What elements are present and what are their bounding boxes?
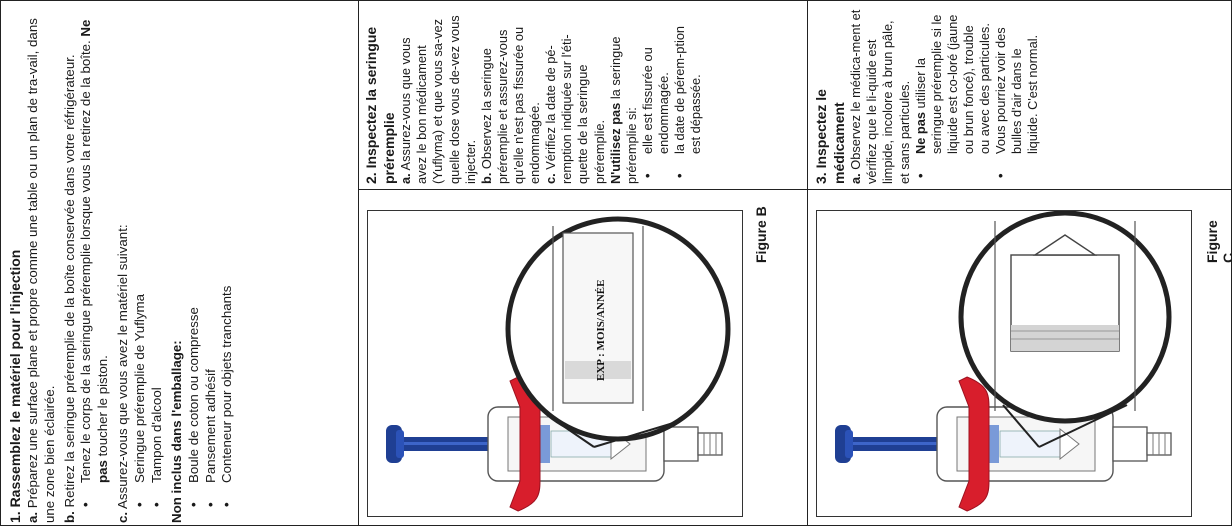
list-item: Pansement adhésif <box>203 7 220 483</box>
row-divider <box>358 189 1231 190</box>
plunger-head-ring <box>845 430 853 458</box>
needle-cap <box>663 426 699 462</box>
list-item: Vous pourriez voir des bulles d'air dans… <box>993 8 1041 154</box>
figure-c-illustration <box>816 210 1192 517</box>
step1-c: c. Assurez-vous que vous avez le matérie… <box>115 224 131 523</box>
label-band <box>565 361 631 379</box>
magnifier-pointer <box>1038 404 1128 448</box>
step2-no-use: N'utilisez pas la seringue préremplie si… <box>607 36 639 184</box>
liquid-band <box>1011 325 1119 351</box>
step2-list: elle est fissurée ou endommagée. la date… <box>640 8 704 184</box>
not-included-title: Non inclus dans l'emballage: <box>168 340 184 523</box>
figure-c-label: Figure C <box>1204 220 1232 263</box>
list-item: Seringue préremplie de Yuflyma <box>132 7 149 483</box>
step3-title: 3. Inspectez le médicament <box>813 89 847 184</box>
step1-b: b. Retirez la seringue préremplie de la … <box>61 54 77 523</box>
step2-text: 2. Inspectez la seringue préremplie a. A… <box>363 8 704 184</box>
expiry-label: EXP : MOIS/ANNÉE <box>595 280 607 381</box>
liquid-tip <box>1032 234 1098 256</box>
step1-b-list: Tenez le corps de la seringue préremplie… <box>78 7 112 523</box>
list-item: Tenez le corps de la seringue préremplie… <box>78 7 112 483</box>
liquid <box>999 430 1061 458</box>
column-divider-2 <box>807 1 808 525</box>
figure-b-label: Figure B <box>753 206 769 263</box>
needle-cap <box>1112 426 1148 462</box>
step3-text: 3. Inspectez le médicament a. Observez l… <box>813 8 1042 184</box>
list-item: elle est fissurée ou endommagée. <box>640 8 672 154</box>
list-item: la date de pérem-ption est dépassée. <box>672 8 704 154</box>
step2-b: b. Observez la seringue préremplie et as… <box>478 26 543 184</box>
magnifier-pointer <box>593 420 681 448</box>
step1-text: 1. Rassemblez le matériel pour l'injecti… <box>7 7 236 523</box>
step2-a: a. Assurez-vous que vous avez le bon méd… <box>398 15 478 184</box>
plunger-rod-shine <box>853 442 961 445</box>
figure-b-illustration: EXP : MOIS/ANNÉE <box>367 210 743 517</box>
step2-c: c. Vérifiez la date de pé-remption indiq… <box>543 34 607 184</box>
step1-c-list: Seringue préremplie de Yuflyma Tampon d'… <box>132 7 166 523</box>
list-item: Tampon d'alcool <box>149 7 166 483</box>
magnifier-pointer <box>1002 404 1040 448</box>
step3-a: a. Observez le médica-ment et vérifiez q… <box>848 9 912 184</box>
plunger-head-ring <box>396 430 404 458</box>
step3-list: Ne pas utiliser la seringue préremplie s… <box>913 8 1042 184</box>
list-item: Ne pas utiliser la seringue préremplie s… <box>913 8 994 154</box>
step2-title: 2. Inspectez la seringue préremplie <box>363 26 397 184</box>
column-divider-1 <box>358 1 359 525</box>
step1-a: a. Préparez une surface plane et propre … <box>24 18 57 523</box>
plunger-rod-shine <box>404 442 512 445</box>
stopper <box>987 425 999 463</box>
syringe-liquid-drawing <box>835 211 1172 512</box>
magnifier-pointer <box>555 420 595 448</box>
barrel-tip-mark <box>1059 427 1080 461</box>
not-included-list: Boule de coton ou compresse Pansement ad… <box>186 7 237 523</box>
step1-title: 1. Rassemblez le matériel pour l'injecti… <box>7 249 23 523</box>
syringe-expiry-drawing: EXP : MOIS/ANNÉE <box>386 216 731 512</box>
list-item: Conteneur pour objets tranchants <box>219 7 236 483</box>
stopper <box>538 425 550 463</box>
list-item: Boule de coton ou compresse <box>186 7 203 483</box>
finger-flange <box>958 376 990 512</box>
